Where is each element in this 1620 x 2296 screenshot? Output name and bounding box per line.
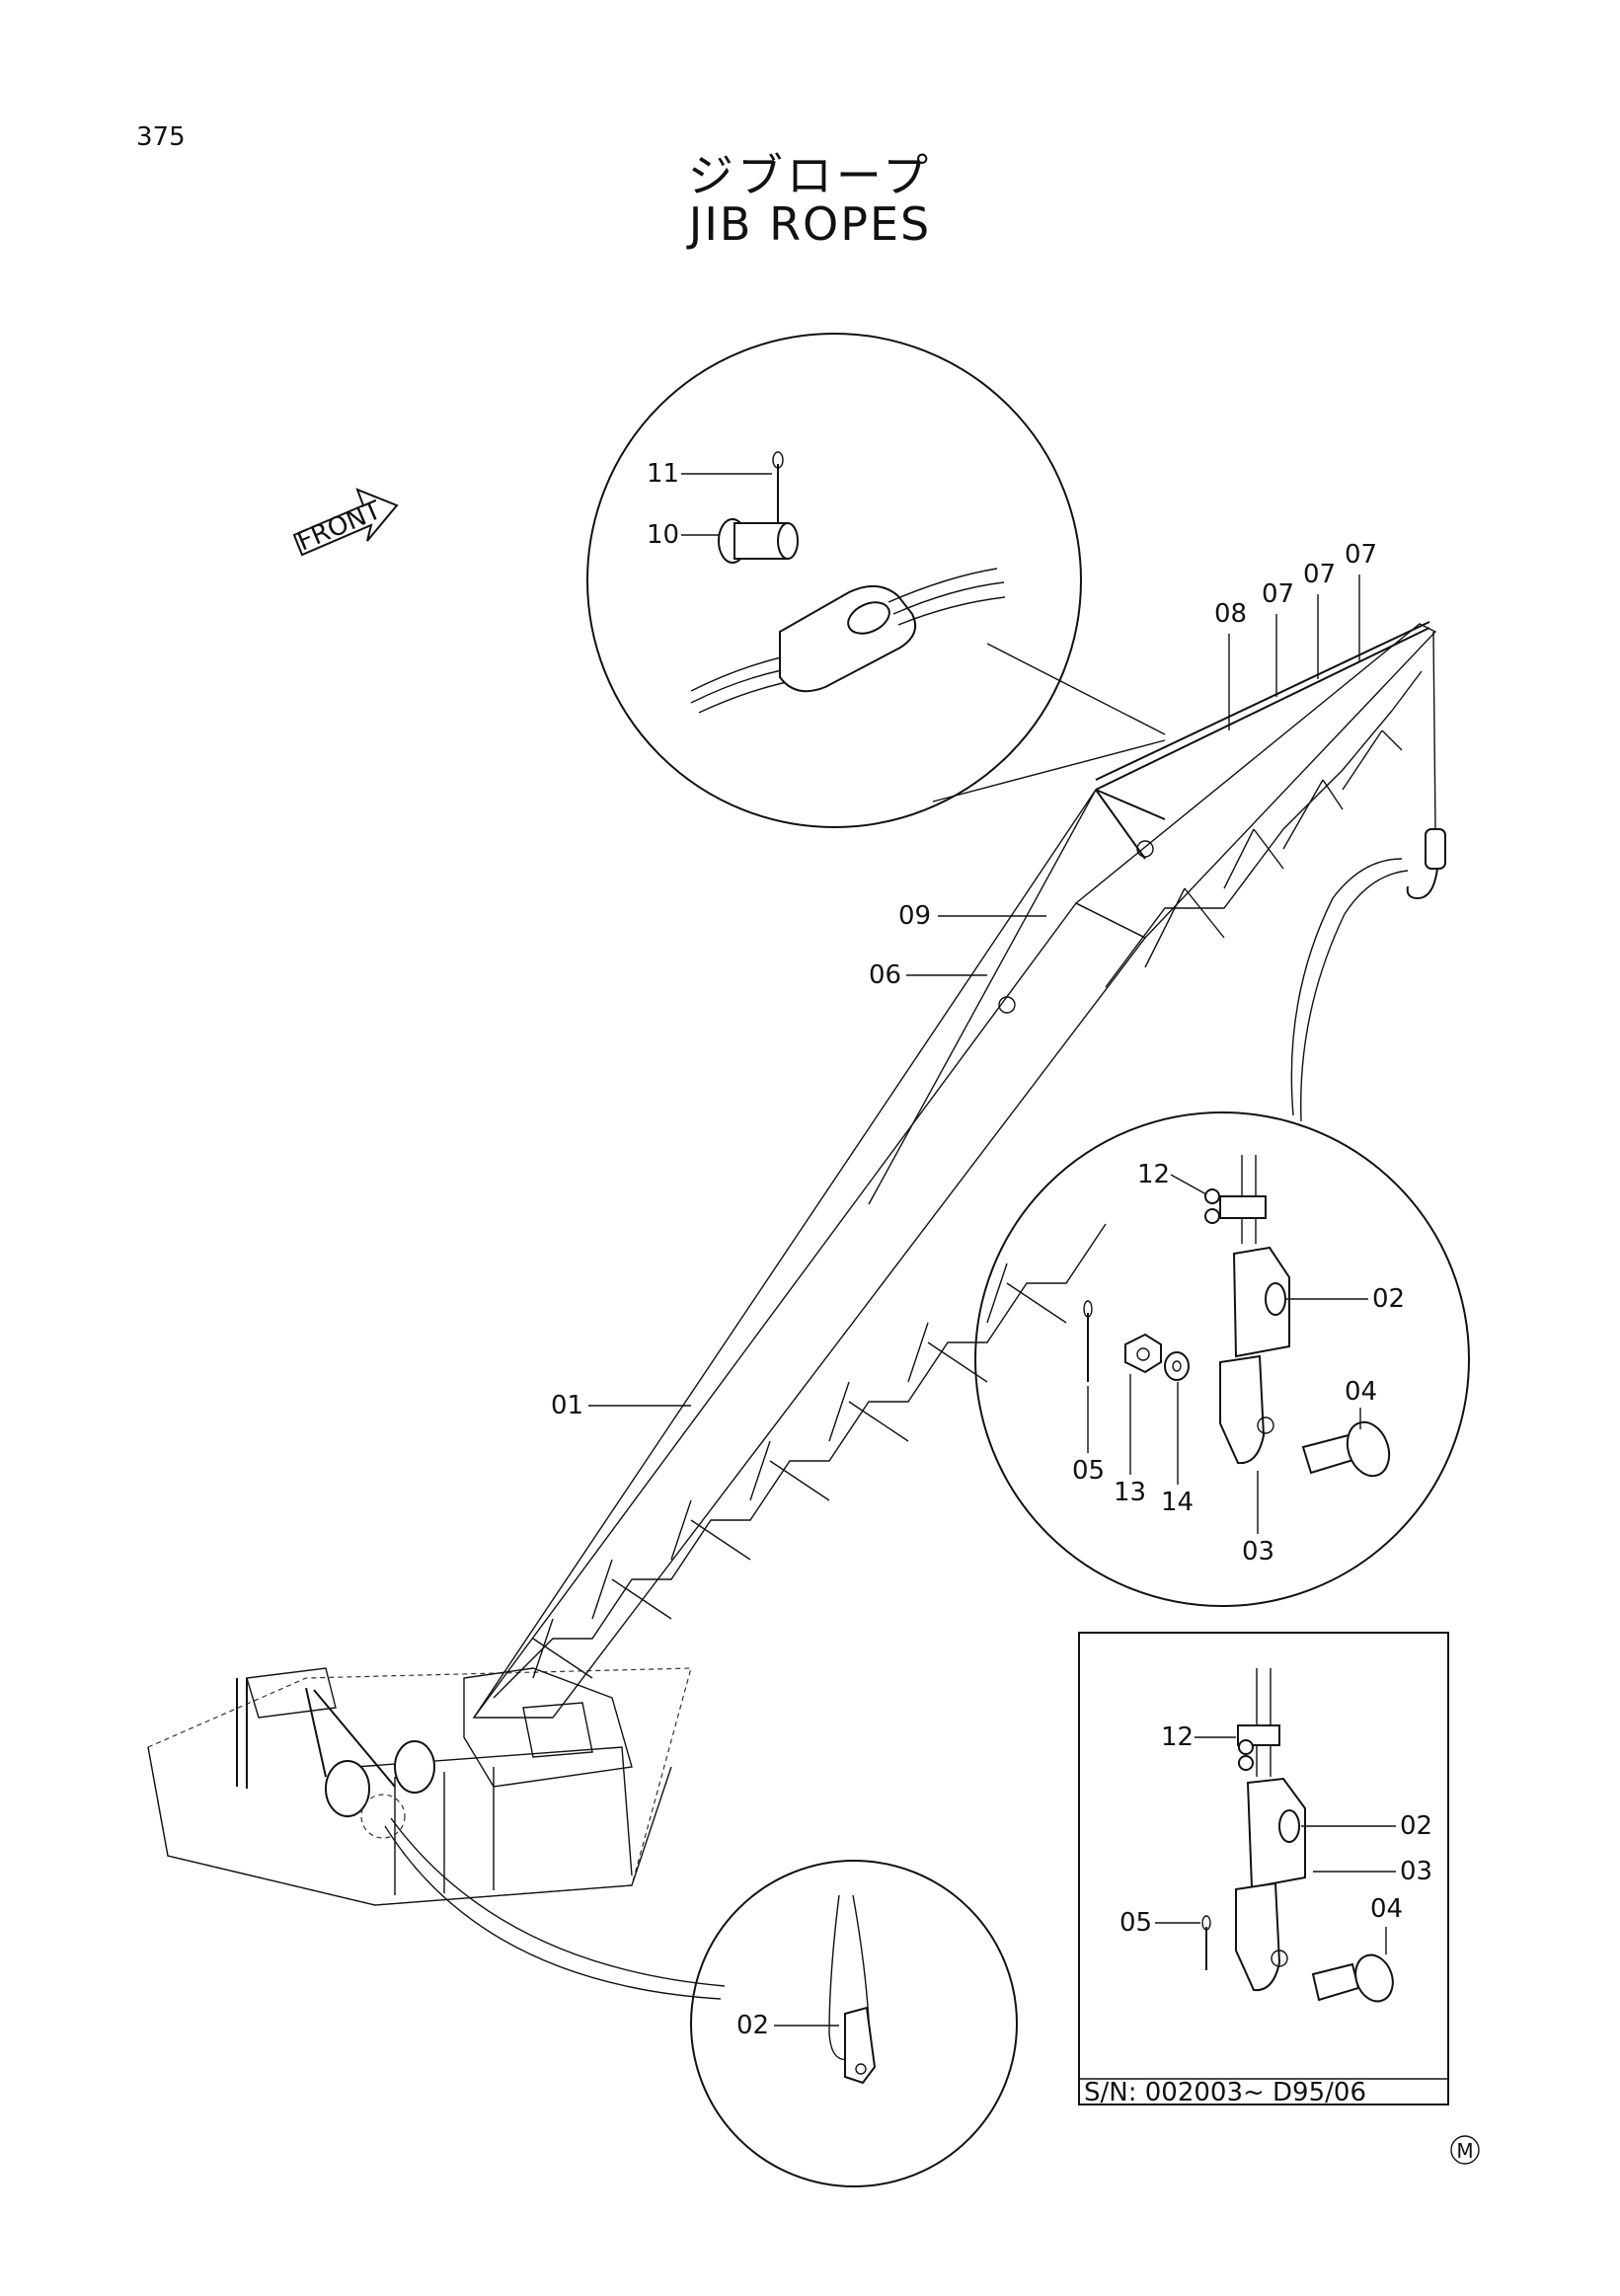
callout-08: 08 xyxy=(1214,599,1247,629)
corner-mark: M xyxy=(1450,2135,1480,2165)
callout-11-top: 11 xyxy=(647,459,679,489)
callout-02-right: 02 xyxy=(1372,1284,1405,1314)
page-title: JIB ROPES xyxy=(688,197,932,251)
page-number: 375 xyxy=(136,122,186,152)
serial-number-note: S/N: 002003~ D95/06 xyxy=(1084,2078,1366,2107)
detail-circle-bottom xyxy=(384,1817,1018,2187)
crane-drawing xyxy=(147,621,1446,1906)
front-arrow-icon: FRONT xyxy=(292,488,399,557)
callout-07-c: 07 xyxy=(1345,540,1377,570)
callout-05-inset: 05 xyxy=(1119,1908,1152,1938)
callout-07-b: 07 xyxy=(1303,560,1336,589)
callout-10-top: 10 xyxy=(647,520,679,550)
callout-03-right: 03 xyxy=(1242,1537,1274,1567)
callout-03-inset: 03 xyxy=(1400,1857,1432,1886)
callout-01: 01 xyxy=(551,1391,583,1420)
callout-12-right: 12 xyxy=(1137,1160,1170,1189)
callout-02-bottom: 02 xyxy=(736,2011,769,2040)
detail-circle-right xyxy=(974,858,1470,1607)
corner-mark-letter: M xyxy=(1456,2139,1473,2163)
callout-04-inset: 04 xyxy=(1370,1894,1403,1924)
front-arrow-label: FRONT xyxy=(293,496,386,557)
callout-04-right: 04 xyxy=(1345,1377,1377,1407)
callout-14-right: 14 xyxy=(1161,1488,1194,1517)
callout-09: 09 xyxy=(898,901,931,931)
callout-13-right: 13 xyxy=(1114,1478,1146,1507)
callout-12-inset: 12 xyxy=(1161,1722,1194,1752)
serial-inset-box xyxy=(1078,1632,1449,2105)
callout-02-inset: 02 xyxy=(1400,1811,1432,1841)
page-title-japanese: ジブロープ xyxy=(687,149,933,202)
callout-07-a: 07 xyxy=(1262,579,1294,609)
callout-06: 06 xyxy=(869,960,901,990)
callout-05-right: 05 xyxy=(1072,1456,1105,1486)
detail-circle-top xyxy=(586,333,1166,828)
